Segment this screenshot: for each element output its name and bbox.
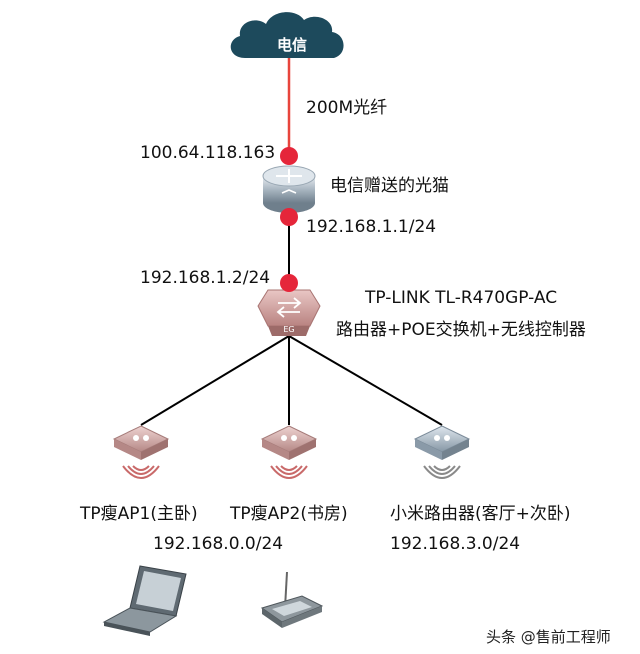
fiber-link-label: 200M光纤 xyxy=(306,98,388,118)
phone-icon xyxy=(260,571,324,628)
ap1-icon xyxy=(112,425,170,479)
modem-name: 电信赠送的光猫 xyxy=(330,176,449,196)
router-model: TP-LINK TL-R470GP-AC xyxy=(365,288,558,308)
ap1-label: TP瘦AP1(主卧) xyxy=(80,504,198,524)
ap2-wifi-signal-icon xyxy=(270,465,308,479)
ap-subnet-label: 192.168.0.0/24 xyxy=(153,534,284,554)
router-icon: EG xyxy=(257,289,321,336)
router-badge: EG xyxy=(283,325,294,334)
xiaomi-wifi-signal-icon xyxy=(423,465,461,479)
ap2-label: TP瘦AP2(书房) xyxy=(230,504,348,524)
router-roles: 路由器+POE交换机+无线控制器 xyxy=(336,320,586,340)
modem-wan-ip: 100.64.118.163 xyxy=(140,143,276,163)
xiaomi-subnet-label: 192.168.3.0/24 xyxy=(390,534,521,554)
router-wan-ip: 192.168.1.2/24 xyxy=(140,268,271,288)
cable-to-xiaomi-router xyxy=(288,335,443,426)
laptop-icon xyxy=(102,565,187,636)
modem-lan-port-dot xyxy=(280,208,298,226)
ap-cables xyxy=(140,335,443,426)
cable-to-ap1 xyxy=(140,335,290,426)
ap2-icon xyxy=(260,425,318,479)
modem-wan-port-dot xyxy=(280,147,298,165)
watermark: 头条 @售前工程师 xyxy=(486,628,611,646)
xiaomi-router-icon xyxy=(413,425,471,479)
optical-modem-icon xyxy=(262,165,316,213)
modem-lan-ip: 192.168.1.1/24 xyxy=(306,217,437,237)
port-dots xyxy=(280,147,298,292)
xiaomi-router-label: 小米路由器(客厅+次卧) xyxy=(390,504,571,524)
isp-cloud-icon xyxy=(230,12,344,58)
router-wan-port-dot xyxy=(280,274,298,292)
isp-cloud-label: 电信 xyxy=(276,36,307,54)
ap1-wifi-signal-icon xyxy=(122,465,160,479)
